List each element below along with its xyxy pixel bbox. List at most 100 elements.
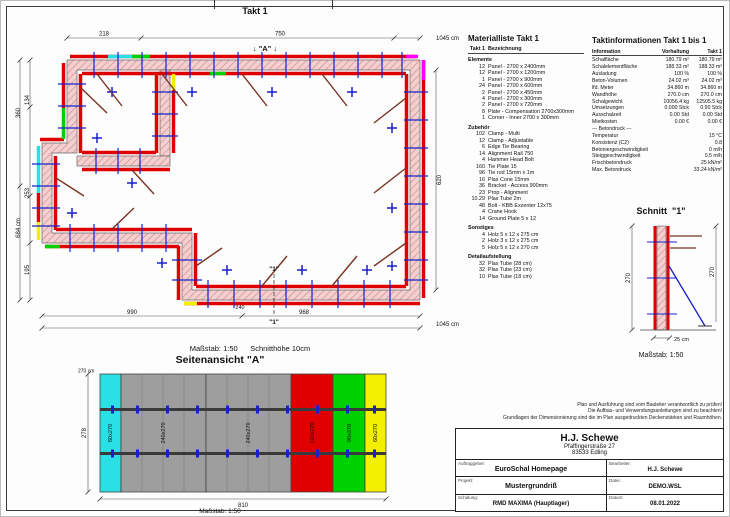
info-takt1: 33.24 kN/m² xyxy=(693,167,722,174)
company-city: 83533 Edling xyxy=(571,449,608,456)
section-dims xyxy=(629,223,719,341)
material-desc: Holz 3 x 12 x 275 cm xyxy=(488,238,539,245)
material-desc: Plas Tube (28 cm) xyxy=(488,260,532,267)
material-desc: Plate - Compensation 2700x300mm xyxy=(488,108,574,115)
sideview-drawing: 60x270 240x270 240x270 120x270 90x270 60… xyxy=(78,369,389,510)
dim-label: 1045 cm xyxy=(436,36,459,42)
material-desc: Clamp - Multi xyxy=(488,131,520,138)
section-walers xyxy=(670,235,702,249)
info-vorhaltung xyxy=(656,126,689,133)
material-list: Materialliste Takt 1 Takt 1 Bezeichnung … xyxy=(468,34,584,280)
plan-scale-note: Maßstab: 1:50 Schnitthöhe 10cm xyxy=(189,344,311,353)
info-label: lfd. Meter xyxy=(592,84,614,91)
material-row: 14 Ground Plate 5 x 12 xyxy=(468,216,584,222)
info-label: Beton-Volumen xyxy=(592,77,628,84)
plan-title: Takt 1 xyxy=(242,6,268,16)
column-vorhaltung: Vorhaltung xyxy=(662,48,689,55)
dim-label: 253 xyxy=(25,187,31,198)
info-takt1: 34.860 m xyxy=(700,84,722,91)
sideview-panel-labels: 60x270 240x270 240x270 120x270 90x270 60… xyxy=(108,422,379,443)
info-takt1: 0.00 Std xyxy=(702,112,722,119)
takt-info-row: Betoniergeschwindigkeit 0 m/h xyxy=(592,147,722,154)
material-desc: Panel - 2700 x 720mm xyxy=(488,102,543,109)
takt-info-title: Taktinformationen Takt 1 bis 1 xyxy=(592,36,707,45)
dim-label: 218 xyxy=(99,32,110,38)
dim-label: 134 xyxy=(25,94,31,105)
info-label: Schalfläche xyxy=(592,57,619,64)
disclaimer-line: Die Aufbau- und Verwendungsanleitungen s… xyxy=(588,408,722,415)
material-desc: Alignment Rail 750 xyxy=(488,150,534,157)
panel-seams xyxy=(141,374,270,492)
date-value: 08.01.2022 xyxy=(649,501,681,508)
material-qty: 4 xyxy=(482,231,485,238)
file-label: Datei: xyxy=(609,477,621,483)
client-label: Auftraggeber: xyxy=(458,460,486,466)
material-row: 23 Prop - Alignment xyxy=(468,190,584,196)
sideview-dim-labels: 278 810 270 cm xyxy=(78,369,249,510)
material-row: 48 Bolt - KBB Exzenter 12x75 xyxy=(468,203,584,209)
takt-info-row: Frischbetondruck 25 kN/m² xyxy=(592,160,722,167)
material-desc: Holz 5 x 12 x 275 cm xyxy=(488,231,539,238)
info-takt1: 100 % xyxy=(707,71,722,78)
takt-info-row: lfd. Meter 34.860 m 34.860 m xyxy=(592,85,722,92)
info-vorhaltung xyxy=(656,167,689,174)
material-desc: Plas Cone 15mm xyxy=(488,176,530,183)
wall-concrete xyxy=(41,59,421,301)
info-vorhaltung: 180.79 m² xyxy=(665,57,689,64)
material-row: 4 Panel - 2700 x 300mm xyxy=(468,96,584,102)
section-line-1: "1" "1" xyxy=(269,266,279,326)
level-mark: 270 cm xyxy=(78,369,94,375)
info-label: Ausschalzeit xyxy=(592,112,622,119)
company-block: H.J. Schewe Pfaffingerstraße 27 83533 Ed… xyxy=(456,429,723,460)
takt-info-row: Mietkosten 0.00 € 0.00 € xyxy=(592,119,722,126)
takt-info-row: Steiggeschwindigkeit 0.5 m/h xyxy=(592,153,722,160)
info-vorhaltung: 270.0 cm xyxy=(667,91,689,98)
material-desc: Corner - Inner 2700 x 300mm xyxy=(488,115,559,122)
panel-label: 120x270 xyxy=(310,422,316,443)
material-section-title: Elemente xyxy=(468,57,492,64)
editor-label: Bearbeiter: xyxy=(609,460,632,466)
info-label: Max. Betondruck xyxy=(592,167,631,174)
material-qty: 32 xyxy=(479,260,485,267)
title-block-row: Auftraggeber: EuroSchal Homepage Bearbei… xyxy=(456,460,723,478)
material-row: 1 Corner - Inner 2700 x 300mm xyxy=(468,115,584,121)
info-label: Schalgewicht xyxy=(592,98,623,105)
dim-label: 195 xyxy=(25,264,31,275)
material-row: 14 Alignment Rail 750 xyxy=(468,151,584,157)
info-takt1: 188.33 m² xyxy=(698,64,722,71)
dim-label: 968 xyxy=(299,310,310,316)
formwork-panels-red xyxy=(36,54,426,306)
takt-info-row: Schalelementfläche 188.33 m² 188.33 m² xyxy=(592,64,722,71)
dim-label: 240 xyxy=(235,305,244,311)
material-section-rows: 4 Holz 5 x 12 x 275 cm 2 Holz 3 x 12 x 2… xyxy=(468,232,584,251)
client-value: EuroSchal Homepage xyxy=(494,466,568,474)
material-qty: 1 xyxy=(482,115,485,122)
plan-drawing: 218 750 1045 cm 360 684 cm 134 253 195 6… xyxy=(16,32,459,331)
material-qty: 4 xyxy=(482,95,485,102)
material-qty: 24 xyxy=(479,83,485,90)
dim-label: 620 xyxy=(437,174,443,185)
panel-gray xyxy=(120,373,207,493)
panel-green xyxy=(332,373,366,493)
section-scale: Maßstab: 1:50 xyxy=(638,352,684,359)
material-row: 96 Tie rod 15mm x 1m xyxy=(468,170,584,176)
info-takt1: 24.02 m³ xyxy=(701,77,722,84)
material-qty: 16 xyxy=(479,176,485,183)
takt-info-row: Schalfläche 180.79 m² 180.79 m² xyxy=(592,57,722,64)
info-vorhaltung: 10056.4 kg xyxy=(663,98,689,105)
info-vorhaltung xyxy=(656,147,689,154)
material-row: 4 Hammer Head Bolt xyxy=(468,157,584,163)
material-section-title: Detailaufstellung xyxy=(468,254,512,261)
takt-info-row: Ausladung 100 % 100 % xyxy=(592,71,722,78)
material-desc: Tie Plate 15 xyxy=(488,163,517,170)
material-row: 24 Panel - 2700 x 600mm xyxy=(468,83,584,89)
brace-markers xyxy=(55,73,407,287)
info-vorhaltung: 188.33 m² xyxy=(665,64,689,71)
material-desc: Tie rod 15mm x 1m xyxy=(488,170,535,177)
column-qty: Takt 1 xyxy=(469,45,485,52)
material-desc: Edge Tie Bearing xyxy=(488,144,530,151)
material-desc: Plas Tube 2m xyxy=(488,196,521,203)
takt-info-row: --- Betondruck --- xyxy=(592,126,722,133)
dim-label: 1045 cm xyxy=(436,322,459,328)
